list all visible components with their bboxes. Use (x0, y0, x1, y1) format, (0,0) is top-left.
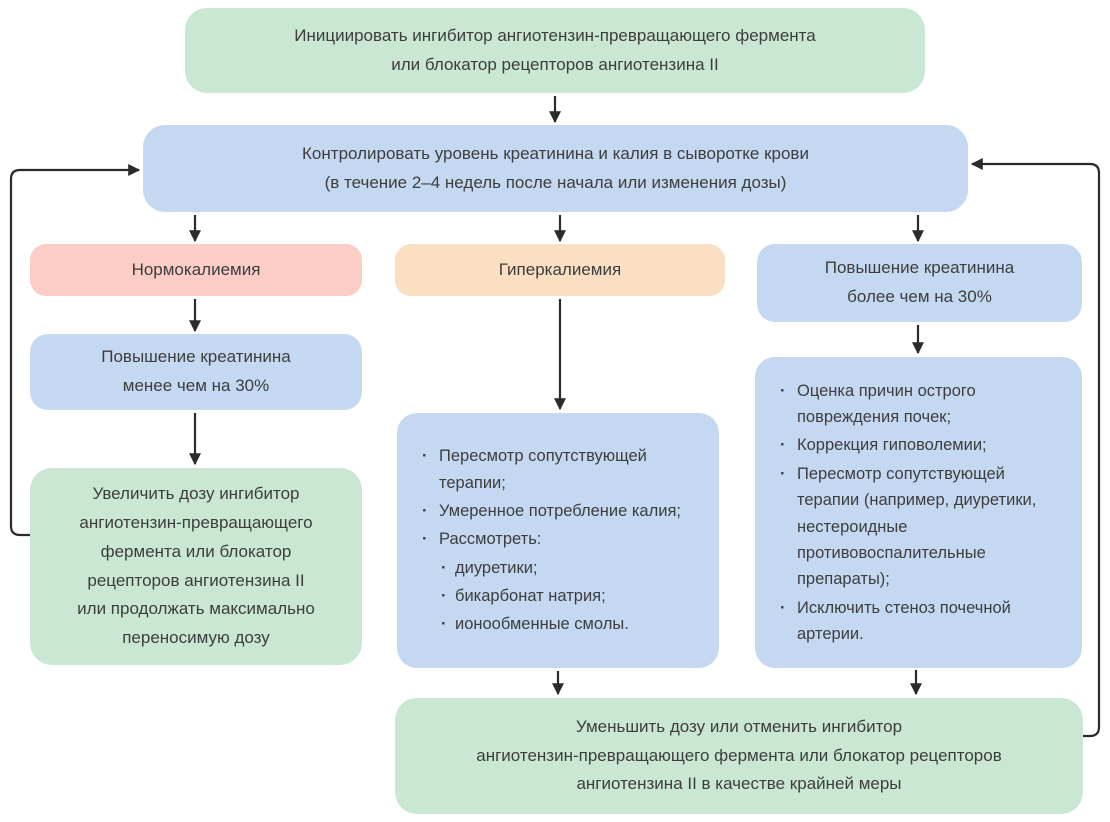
node-reduce-or-stop-dose: Уменьшить дозу или отменить ингибитор ан… (395, 698, 1083, 814)
node-creatinine-rise-under-30: Повышение креатинина менее чем на 30% (30, 334, 362, 410)
list-subitem: диуретики; (441, 555, 697, 582)
node-aki-actions: Оценка причин острого повреждения почек;… (755, 357, 1082, 668)
hyperkalemia-actions-list: Пересмотр сопутствующей терапии; Умеренн… (419, 441, 697, 640)
node-normokalemia: Нормокалиемия (30, 244, 362, 296)
aki-actions-list: Оценка причин острого повреждения почек;… (777, 376, 1060, 650)
list-item: Пересмотр сопутствующей терапии; (419, 443, 697, 496)
node-increase-dose: Увеличить дозу ингибитор ангиотензин-пре… (30, 468, 362, 665)
list-subitem: ионообменные смолы. (441, 611, 697, 638)
list-item: Рассмотреть: (419, 526, 697, 553)
node-hyperkalemia-actions: Пересмотр сопутствующей терапии; Умеренн… (397, 413, 719, 668)
list-item: Пересмотр сопутствующей терапии (наприме… (777, 461, 1060, 593)
list-subitem: бикарбонат натрия; (441, 583, 697, 610)
list-item: Оценка причин острого повреждения почек; (777, 378, 1060, 431)
node-initiate-acei-arb: Инициировать ингибитор ангиотензин-превр… (185, 8, 925, 93)
node-creatinine-rise-over-30: Повышение креатинина более чем на 30% (757, 244, 1082, 322)
node-monitor-creatinine-potassium: Контролировать уровень креатинина и кали… (143, 125, 968, 212)
list-item: Коррекция гиповолемии; (777, 432, 1060, 459)
node-hyperkalemia: Гиперкалиемия (395, 244, 725, 296)
list-item: Умеренное потребление калия; (419, 498, 697, 525)
list-item: Исключить стеноз почечной артерии. (777, 595, 1060, 648)
